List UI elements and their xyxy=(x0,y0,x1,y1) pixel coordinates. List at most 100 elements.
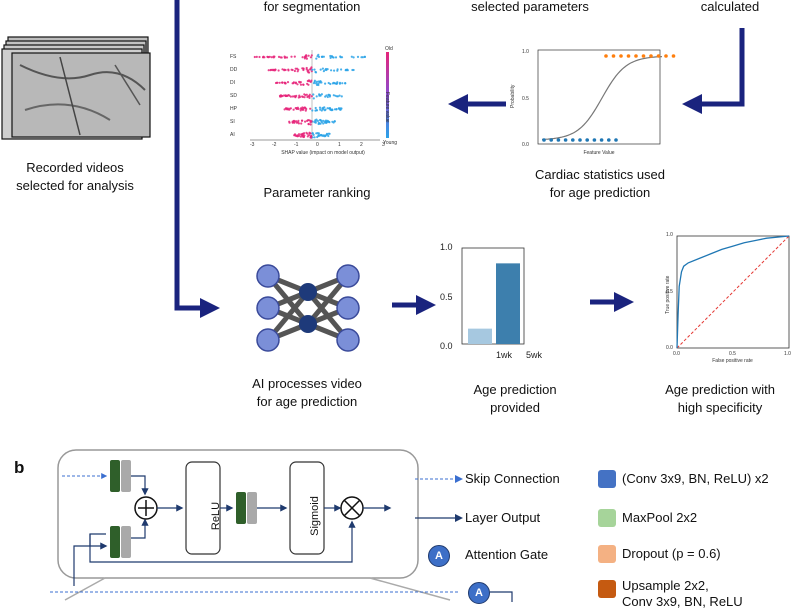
shap-colorbar xyxy=(386,52,389,138)
legend-skip-connection-icon xyxy=(415,475,463,483)
shap-point xyxy=(274,68,277,71)
shap-point xyxy=(310,95,313,98)
roc-label-2: high specificity xyxy=(677,400,763,415)
legend-upsample-swatch xyxy=(598,580,616,598)
shap-point xyxy=(293,95,296,98)
shap-point xyxy=(352,56,355,59)
legend-upsample-line2: Conv 3x9, BN, ReLU xyxy=(622,594,743,609)
shap-point xyxy=(302,83,305,86)
roc-y-tick: 0.0 xyxy=(666,345,673,351)
shap-point xyxy=(297,133,301,136)
shap-point xyxy=(351,68,354,72)
shap-point xyxy=(334,56,338,59)
roc-xlabel: False positive rate xyxy=(712,358,753,364)
shap-point xyxy=(336,69,339,72)
bar-plot-area xyxy=(461,247,525,345)
shap-point xyxy=(300,122,303,125)
shap-point xyxy=(322,55,325,58)
shap-point xyxy=(335,108,338,111)
bar xyxy=(468,328,492,344)
ai-processing-label-2: for age prediction xyxy=(256,394,358,409)
shap-point xyxy=(330,69,333,72)
old-point xyxy=(649,54,653,58)
roc-plot xyxy=(676,235,790,349)
shap-point xyxy=(315,109,318,112)
shap-point xyxy=(315,80,319,83)
shap-point xyxy=(283,56,286,59)
shap-feature-label: SD xyxy=(230,93,237,99)
network-hidden-node xyxy=(299,315,317,333)
logistic-curve xyxy=(541,56,663,140)
old-point xyxy=(604,54,608,58)
shap-point xyxy=(317,121,320,124)
shap-point xyxy=(329,82,332,86)
shap-point xyxy=(321,67,324,70)
bar-category-label: 1wk xyxy=(496,350,513,360)
shap-feature-label: SI xyxy=(230,119,235,125)
young-point xyxy=(599,138,604,142)
shap-point xyxy=(317,53,320,56)
old-point xyxy=(671,54,676,58)
shap-point xyxy=(292,82,295,85)
shap-point xyxy=(321,55,324,58)
network-node xyxy=(256,328,280,352)
shap-point xyxy=(327,93,331,96)
shap-point xyxy=(317,80,320,83)
shap-point xyxy=(326,120,329,123)
shap-point xyxy=(277,69,280,72)
shap-point xyxy=(307,54,310,57)
shap-point xyxy=(298,94,301,97)
shap-point xyxy=(329,108,332,111)
shap-point xyxy=(301,67,304,70)
age-bar-chart: 1.0 0.5 0.0 1wk 5wk xyxy=(440,238,570,368)
shap-x-tick: 2 xyxy=(360,142,363,148)
network-hidden-node xyxy=(299,283,317,301)
shap-point xyxy=(309,132,312,135)
old-point xyxy=(619,54,623,58)
shap-point xyxy=(302,108,305,111)
shap-point xyxy=(336,95,340,98)
shap-point xyxy=(306,135,309,138)
shap-point xyxy=(308,93,311,96)
shap-point xyxy=(281,81,284,84)
network-node xyxy=(336,296,360,320)
shap-point xyxy=(305,131,308,134)
legend-maxpool: MaxPool 2x2 xyxy=(622,510,698,525)
shap-point xyxy=(341,82,344,85)
shap-point xyxy=(309,123,312,126)
shap-point xyxy=(290,68,293,71)
shap-colorbar-bottom: Young xyxy=(383,140,397,146)
shap-point xyxy=(320,93,323,96)
young-point xyxy=(563,138,568,142)
shap-point xyxy=(307,123,310,126)
shap-point xyxy=(309,56,312,59)
shap-point xyxy=(315,83,319,86)
shap-point xyxy=(310,54,313,57)
shap-point xyxy=(322,122,325,125)
shap-point xyxy=(311,132,314,135)
relu-label: ReLU xyxy=(210,501,222,531)
shap-point xyxy=(262,55,265,58)
shap-point xyxy=(297,134,301,137)
shap-point xyxy=(332,121,335,124)
shap-point xyxy=(303,96,306,99)
cardiac-chart: Probability 1.0 0.5 0.0 Feature Value xyxy=(510,44,676,164)
roc-y-tick: 0.5 xyxy=(666,289,673,295)
shap-point xyxy=(279,56,282,59)
shap-point xyxy=(309,136,312,139)
bar-y-tick: 0.0 xyxy=(440,341,453,351)
shap-x-ticks: -3 -2 -1 0 1 2 3 xyxy=(250,142,390,148)
parameter-ranking-label: Parameter ranking xyxy=(263,185,371,200)
cardiac-xlabel: Feature Value xyxy=(583,150,615,156)
shap-point xyxy=(275,81,279,84)
shap-point xyxy=(301,95,304,98)
shap-point xyxy=(301,135,304,138)
shap-x-tick: 3 xyxy=(382,142,385,148)
shap-point xyxy=(331,108,334,112)
old-point xyxy=(664,54,668,58)
shap-plot: FS DD DI SD HP SI AI -3 -2 -1 0 1 2 3 SH… xyxy=(230,46,405,158)
shap-point xyxy=(267,56,270,59)
cardiac-stats-label-2: for age prediction xyxy=(549,185,651,200)
shap-point xyxy=(284,94,287,98)
